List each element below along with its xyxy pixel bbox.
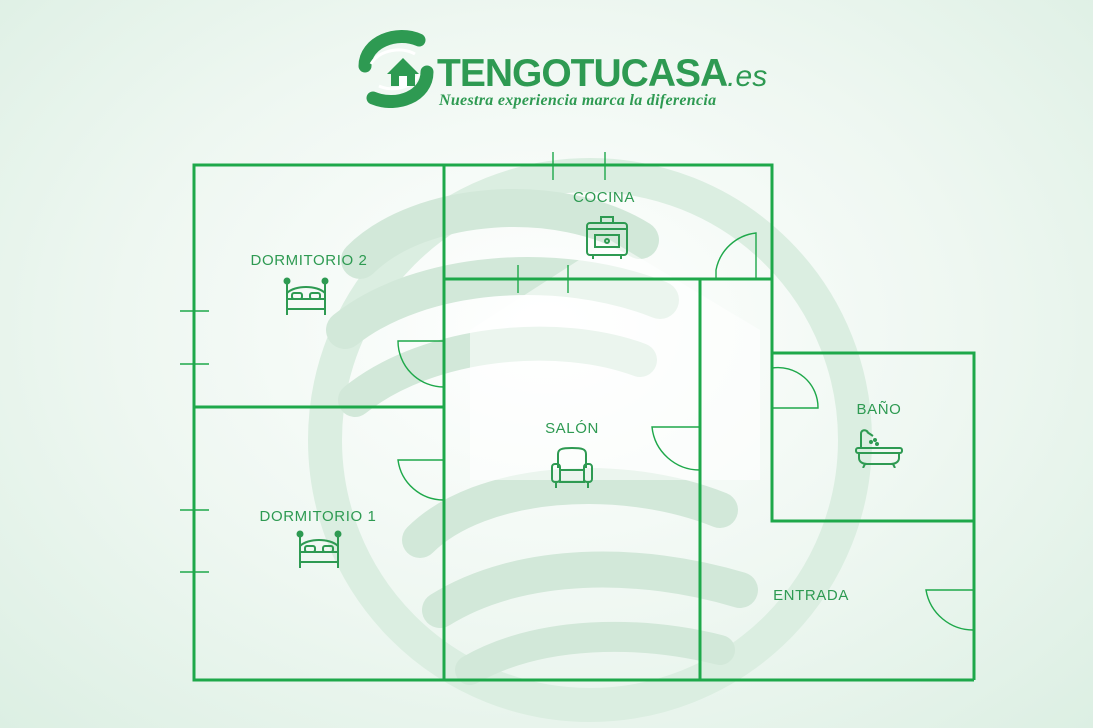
bed-icon xyxy=(296,530,342,568)
room-label-dormitorio-1: DORMITORIO 1 xyxy=(259,508,377,525)
room-label-dormitorio-2: DORMITORIO 2 xyxy=(250,252,368,269)
brand-name: TENGOTUCASA.es xyxy=(437,52,768,95)
brand-logo-icon xyxy=(358,30,434,108)
bed-icon xyxy=(283,277,329,315)
room-label-bano: BAÑO xyxy=(856,401,902,418)
bathtub-icon xyxy=(855,429,903,468)
room-label-cocina: COCINA xyxy=(573,189,635,206)
armchair-icon xyxy=(551,446,593,488)
cooker-icon xyxy=(586,216,628,259)
brand-tld: .es xyxy=(727,60,768,93)
room-label-salon: SALÓN xyxy=(545,420,599,437)
brand-tagline: Nuestra experiencia marca la diferencia xyxy=(439,92,717,109)
room-label-entrada: ENTRADA xyxy=(773,587,849,604)
